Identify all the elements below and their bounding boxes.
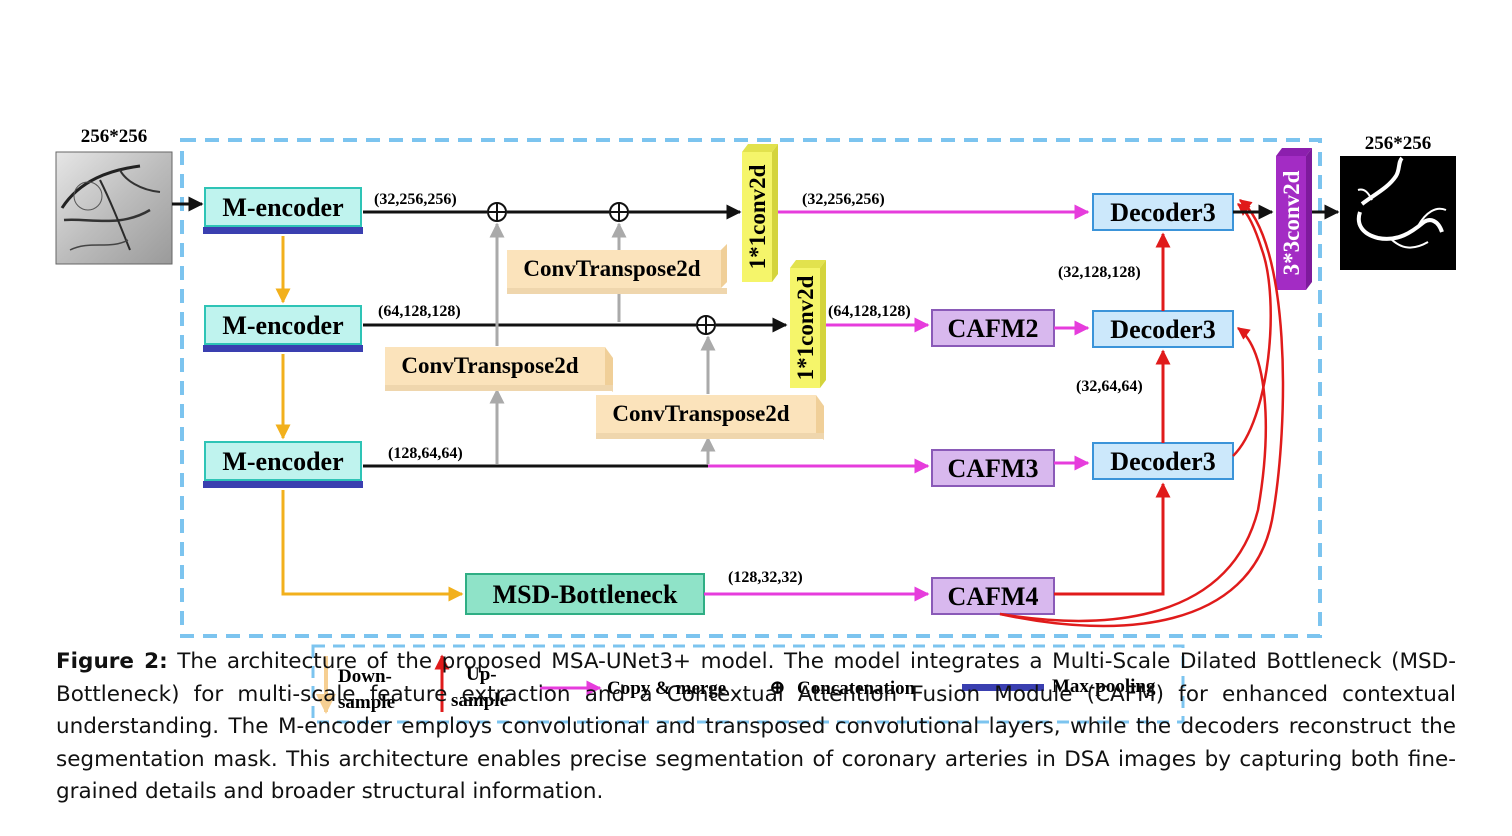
decoder-bottom-label: Decoder3 <box>1110 447 1215 476</box>
decoder-mid-label: Decoder3 <box>1110 315 1215 344</box>
conv-transpose-bottom-label: ConvTranspose2d <box>612 401 789 426</box>
upsample-cafm4-dec <box>1054 482 1171 596</box>
legend-concat-label: Concatenation <box>797 678 916 699</box>
conv1x1-top: 1*1conv2d <box>742 144 778 282</box>
decoder-top-label: Decoder3 <box>1110 198 1215 227</box>
legend-downsample-label-2: sample <box>338 692 395 713</box>
m-encoder-3: M-encoder <box>203 441 363 488</box>
conv3x3: 3*3conv2d <box>1276 148 1312 290</box>
shape-enc2: (64,128,128) <box>378 303 461 320</box>
msd-bottleneck: MSD-Bottleneck <box>465 573 705 615</box>
skip-cafm4-dec-mid <box>999 326 1267 622</box>
input-size-label: 256*256 <box>81 126 148 147</box>
figure-caption: Figure 2: The architecture of the propos… <box>56 646 1456 809</box>
conv1x1-mid: 1*1conv2d <box>790 260 826 388</box>
m-encoder-2: M-encoder <box>203 305 363 352</box>
conv-transpose-top: ConvTranspose2d <box>507 244 727 294</box>
msd-bottleneck-label: MSD-Bottleneck <box>493 580 678 609</box>
shape-dec-up1: (32,128,128) <box>1058 264 1141 281</box>
decoder-bottom: Decoder3 <box>1092 442 1234 480</box>
caption-label: Figure 2: <box>56 649 168 674</box>
output-size-label: 256*256 <box>1365 133 1432 154</box>
shape-enc2-out: (64,128,128) <box>828 303 911 320</box>
legend-downsample-label-1: Down- <box>338 666 392 687</box>
shape-bottleneck: (128,32,32) <box>728 569 803 586</box>
m-encoder-3-label: M-encoder <box>222 447 343 476</box>
skip-cafm4-dec-top <box>999 199 1285 628</box>
m-encoder-2-label: M-encoder <box>222 311 343 340</box>
cafm3-label: CAFM3 <box>948 454 1039 483</box>
model-boundary <box>180 138 1322 638</box>
shape-enc1-out: (32,256,256) <box>802 191 885 208</box>
legend-maxpool-label: Max-pooling <box>1052 676 1156 697</box>
legend-upsample-label-2: sample <box>451 690 508 711</box>
legend: Down- sample Up- sample Copy & merge ⊕ C… <box>311 644 1185 724</box>
legend-upsample-label-1: Up- <box>466 664 497 685</box>
cafm2-label: CAFM2 <box>948 314 1039 343</box>
legend-maxpool-icon <box>962 684 1044 691</box>
conv1x1-mid-label: 1*1conv2d <box>793 275 818 380</box>
decoder-mid: Decoder3 <box>1092 310 1234 348</box>
shape-enc1: (32,256,256) <box>374 191 457 208</box>
conv-transpose-bottom: ConvTranspose2d <box>596 395 824 440</box>
conv-transpose-top-label: ConvTranspose2d <box>523 256 700 281</box>
m-encoder-1: M-encoder <box>203 187 363 234</box>
input-dsa-image <box>55 151 173 265</box>
shape-dec-up2: (32,64,64) <box>1076 378 1143 395</box>
concat-circle-2 <box>609 202 629 222</box>
downsample-arrow-3 <box>281 490 464 602</box>
legend-copy-merge-label: Copy & merge <box>607 678 726 699</box>
conv3x3-label: 3*3conv2d <box>1279 170 1304 275</box>
conv1x1-top-label: 1*1conv2d <box>745 164 770 269</box>
legend-concat-icon: ⊕ <box>769 677 786 699</box>
skip-dec-bot-dec-top <box>1232 203 1272 457</box>
legend-border <box>311 644 1185 724</box>
cafm3: CAFM3 <box>931 449 1055 487</box>
concat-circle-1 <box>487 202 507 222</box>
cafm2: CAFM2 <box>931 309 1055 347</box>
output-segmentation-mask <box>1340 156 1456 270</box>
conv-transpose-mid-label: ConvTranspose2d <box>401 353 578 378</box>
caption-text: The architecture of the proposed MSA-UNe… <box>56 649 1456 804</box>
cafm4: CAFM4 <box>931 577 1055 615</box>
cafm4-label: CAFM4 <box>948 582 1039 611</box>
shape-enc3: (128,64,64) <box>388 445 463 462</box>
conv-transpose-mid: ConvTranspose2d <box>385 347 613 392</box>
m-encoder-1-label: M-encoder <box>222 193 343 222</box>
decoder-top: Decoder3 <box>1092 193 1234 231</box>
concat-circle-3 <box>696 315 716 335</box>
